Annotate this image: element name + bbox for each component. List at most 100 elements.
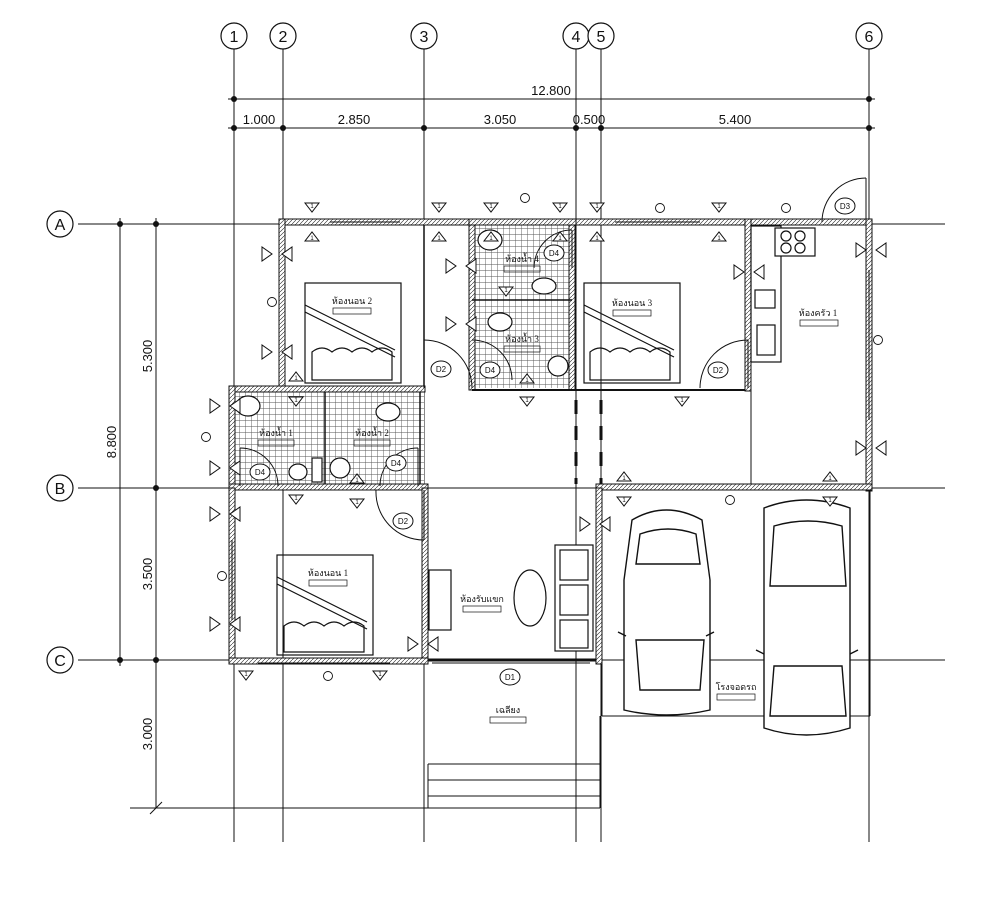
bed-bedroom1 — [276, 554, 374, 656]
svg-text:D1: D1 — [505, 673, 516, 682]
bed-bedroom3 — [583, 282, 681, 384]
section-marker: 1 — [497, 286, 515, 297]
kitchen-counter — [750, 225, 816, 363]
svg-text:1: 1 — [489, 204, 493, 210]
windows — [231, 221, 870, 664]
section-marker: 1 — [588, 231, 606, 242]
dim-overall-width: 12.800 — [531, 83, 571, 98]
door-tags: D2 D2 D2 D3 D4 D4 D4 D4 D1 — [249, 197, 856, 686]
door-tag-d2-a: D2 — [430, 360, 452, 378]
window-tag — [781, 203, 791, 213]
room-label-bedroom1: ห้องนอน 1 — [308, 568, 348, 578]
section-marker: 1 — [551, 202, 569, 213]
door-tag-d4-b: D4 — [479, 361, 501, 379]
svg-text:1: 1 — [622, 498, 626, 504]
svg-text:1: 1 — [622, 476, 626, 482]
svg-text:1: 1 — [717, 204, 721, 210]
section-marker-side — [209, 506, 241, 522]
dashed-lines — [574, 400, 603, 484]
svg-text:1: 1 — [489, 236, 493, 242]
section-marker-side — [261, 344, 293, 360]
grid-bubble-c: C — [46, 646, 74, 674]
section-marker: 1 — [821, 471, 839, 482]
section-marker: 1 — [287, 494, 305, 505]
svg-text:1: 1 — [558, 204, 562, 210]
svg-text:3: 3 — [420, 29, 429, 46]
left-dimensions — [119, 218, 600, 815]
section-marker-side — [855, 440, 887, 456]
dimension-dots — [231, 96, 872, 131]
svg-text:D4: D4 — [391, 459, 402, 468]
grid-bubble-5: 5 — [587, 22, 615, 50]
section-marker-side — [579, 516, 611, 532]
section-marker: 1 — [710, 202, 728, 213]
svg-text:1: 1 — [504, 288, 508, 294]
svg-text:A: A — [55, 217, 66, 234]
dim-span-2-3: 2.850 — [338, 112, 371, 127]
svg-text:D4: D4 — [549, 249, 560, 258]
svg-text:1: 1 — [355, 478, 359, 484]
svg-text:1: 1 — [717, 236, 721, 242]
room-label-garage: โรงจอดรถ — [716, 682, 757, 692]
porch-steps — [427, 716, 601, 808]
section-marker-side — [445, 316, 477, 332]
grid-bubble-6: 6 — [855, 22, 883, 50]
window-tags — [201, 193, 883, 681]
section-marker: 1 — [482, 231, 500, 242]
window-tag — [323, 671, 333, 681]
section-marker: 1 — [303, 231, 321, 242]
svg-text:6: 6 — [865, 29, 874, 46]
room-label-bath4: ห้องน้ำ 4 — [505, 252, 539, 264]
svg-text:1: 1 — [828, 476, 832, 482]
svg-text:D4: D4 — [485, 366, 496, 375]
car-left — [617, 509, 715, 716]
dim-span-1-2: 1.000 — [243, 112, 276, 127]
section-marker-side — [855, 242, 887, 258]
dim-span-4-5: 0.500 — [573, 112, 606, 127]
dim-overall-depth: 8.800 — [104, 426, 119, 459]
section-marker: 1 — [287, 371, 305, 382]
svg-text:1: 1 — [244, 672, 248, 678]
section-marker-side — [209, 460, 241, 476]
section-marker: 1 — [482, 202, 500, 213]
dim-span-a-b: 5.300 — [140, 340, 155, 373]
grid-bubble-a: A — [46, 210, 74, 238]
row-bubbles: A B C — [46, 210, 74, 674]
section-marker: 1 — [518, 396, 536, 407]
svg-text:1: 1 — [525, 378, 529, 384]
svg-text:1: 1 — [310, 204, 314, 210]
dim-span-3-4: 3.050 — [484, 112, 517, 127]
section-marker: 1 — [615, 496, 633, 507]
door-tag-d4-d: D4 — [385, 454, 407, 472]
room-label-kitchen: ห้องครัว 1 — [799, 308, 837, 318]
svg-text:D3: D3 — [840, 202, 851, 211]
svg-text:1: 1 — [558, 236, 562, 242]
section-marker: 1 — [518, 373, 536, 384]
svg-text:1: 1 — [595, 236, 599, 242]
window-tag — [267, 297, 277, 307]
section-marker: 1 — [588, 202, 606, 213]
door-tag-d2-b: D2 — [707, 361, 729, 379]
svg-text:4: 4 — [572, 29, 581, 46]
grid-bubble-1: 1 — [220, 22, 248, 50]
svg-text:1: 1 — [230, 29, 239, 46]
svg-text:2: 2 — [279, 29, 288, 46]
room-label-bedroom2: ห้องนอน 2 — [332, 296, 372, 306]
svg-text:C: C — [54, 653, 66, 670]
door-tag-d1: D1 — [499, 668, 521, 686]
svg-text:1: 1 — [378, 672, 382, 678]
grid-bubble-b: B — [46, 474, 74, 502]
svg-text:D2: D2 — [713, 366, 724, 375]
section-marker: 1 — [615, 471, 633, 482]
svg-text:1: 1 — [294, 398, 298, 404]
section-marker: 1 — [430, 202, 448, 213]
section-marker: 1 — [430, 231, 448, 242]
svg-text:B: B — [55, 481, 66, 498]
svg-text:5: 5 — [597, 29, 606, 46]
grid-bubble-2: 2 — [269, 22, 297, 50]
living-furniture — [428, 544, 594, 652]
section-marker-side — [407, 636, 439, 652]
section-marker: 1 — [348, 498, 366, 509]
room-label-bath1: ห้องน้ำ 1 — [259, 426, 293, 438]
dim-span-5-6: 5.400 — [719, 112, 752, 127]
